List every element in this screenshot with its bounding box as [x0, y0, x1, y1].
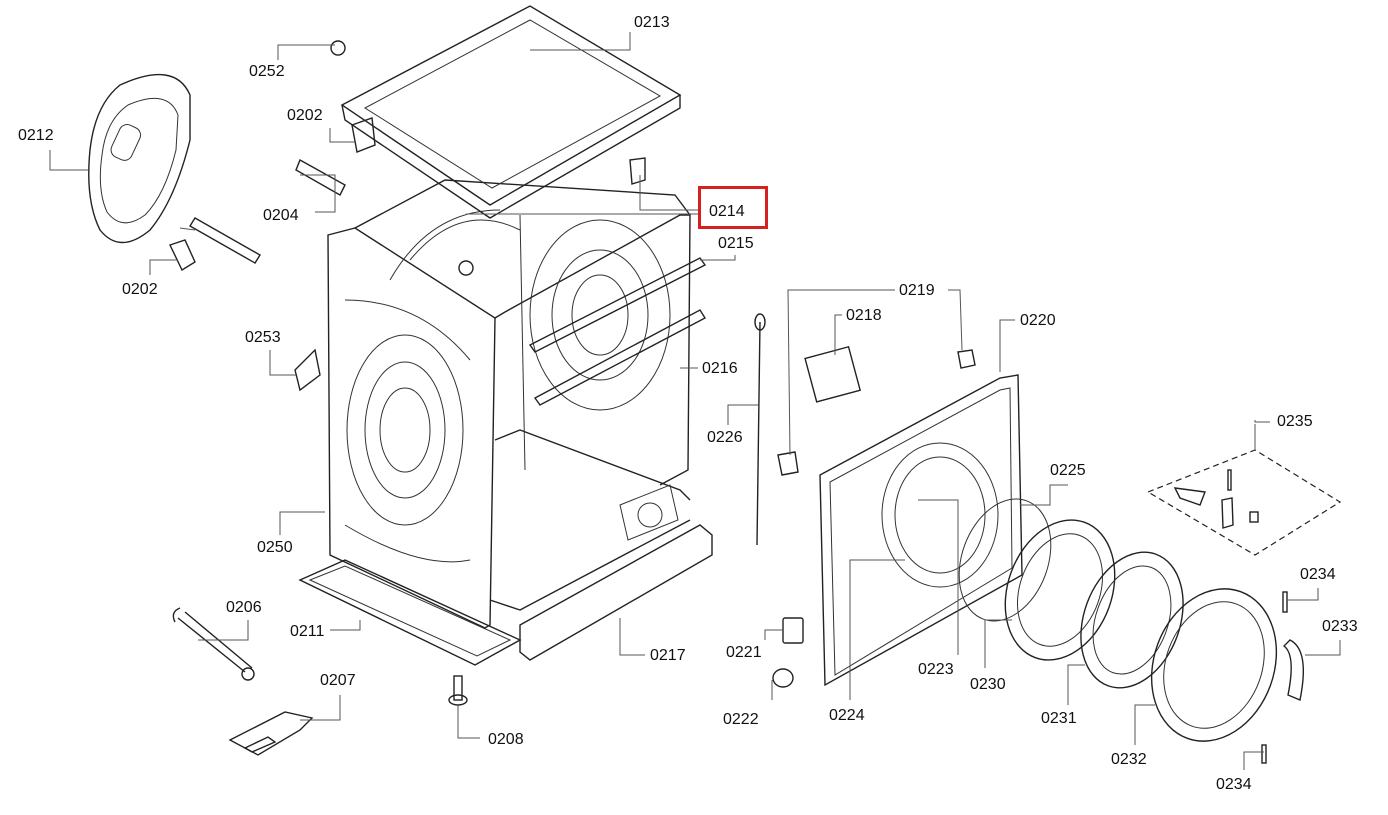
base-plate — [298, 559, 522, 666]
label-0226: 0226 — [707, 429, 743, 446]
label-0222: 0222 — [723, 711, 759, 728]
kit-box-0235 — [1146, 449, 1342, 556]
top-lid — [340, 5, 682, 219]
label-0225: 0225 — [1050, 462, 1086, 479]
rear-cover — [88, 73, 191, 244]
label-0202-bottom: 0202 — [122, 281, 158, 298]
label-0253: 0253 — [245, 329, 281, 346]
label-0250: 0250 — [257, 539, 293, 556]
label-0208: 0208 — [488, 731, 524, 748]
label-0217: 0217 — [650, 647, 686, 664]
leader-lines — [49, 32, 1341, 770]
label-0221: 0221 — [726, 644, 762, 661]
label-0231: 0231 — [1041, 710, 1077, 727]
cross-struts — [528, 257, 707, 406]
module-0218 — [804, 345, 862, 403]
label-0219: 0219 — [899, 282, 935, 299]
label-0215: 0215 — [718, 235, 754, 252]
label-0206: 0206 — [226, 599, 262, 616]
label-0204: 0204 — [263, 207, 299, 224]
base-frame — [489, 429, 691, 611]
label-0216: 0216 — [702, 360, 738, 377]
label-0223: 0223 — [918, 661, 954, 678]
label-0235: 0235 — [1277, 413, 1313, 430]
label-0234-top: 0234 — [1300, 566, 1336, 583]
label-0252: 0252 — [249, 63, 285, 80]
tools — [172, 607, 468, 756]
label-0213: 0213 — [634, 14, 670, 31]
hook-0219 — [777, 451, 799, 476]
highlight-box-0214 — [698, 186, 768, 229]
label-0207: 0207 — [320, 672, 356, 689]
control-panel-front — [819, 374, 1023, 687]
rod-0226 — [756, 321, 761, 546]
label-0212: 0212 — [18, 127, 54, 144]
cabinet-housing — [327, 179, 691, 629]
label-0230: 0230 — [970, 676, 1006, 693]
label-0202-top: 0202 — [287, 107, 323, 124]
label-0232: 0232 — [1111, 751, 1147, 768]
label-0218: 0218 — [846, 307, 882, 324]
door-rings — [958, 498, 1278, 742]
label-0234-bottom: 0234 — [1216, 776, 1252, 793]
label-0224: 0224 — [829, 707, 865, 724]
label-0214: 0214 — [709, 203, 745, 220]
small-parts-left — [169, 40, 646, 392]
label-0211: 0211 — [290, 623, 325, 640]
label-0220: 0220 — [1020, 312, 1056, 329]
front-kick-panel — [519, 524, 713, 661]
label-0233: 0233 — [1322, 618, 1358, 635]
